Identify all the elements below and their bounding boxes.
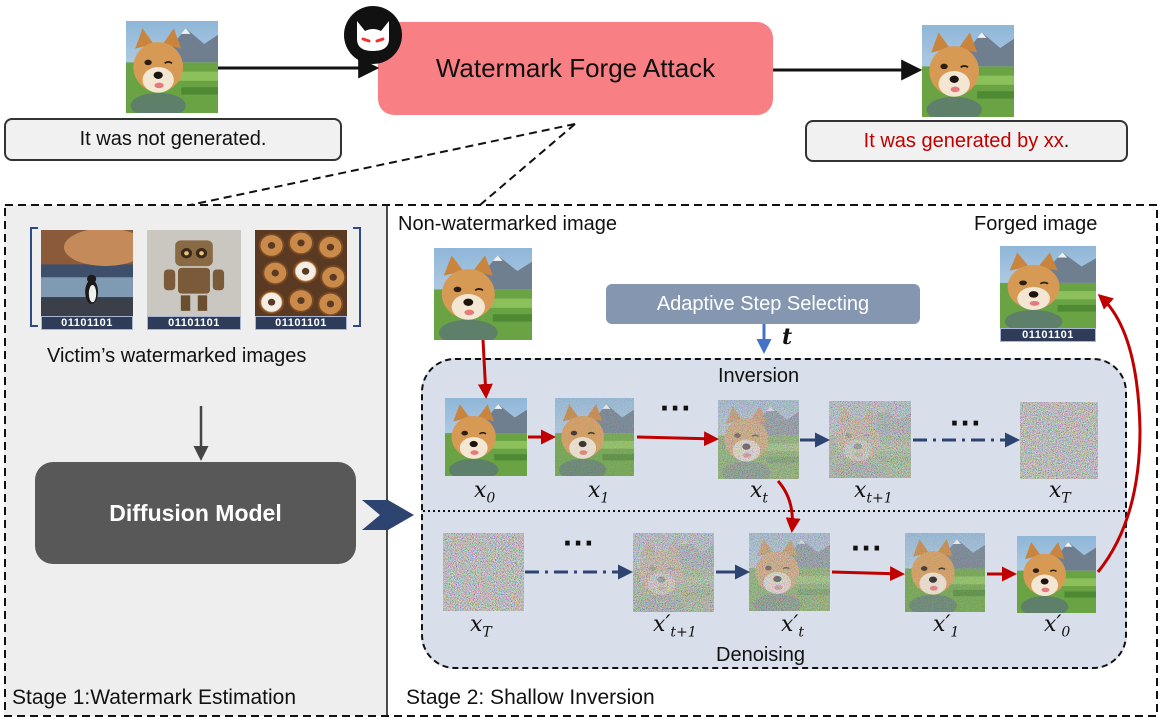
label-xT: xT: [1049, 478, 1071, 506]
bracket-right: [353, 227, 361, 327]
label-x0-prime: x′0: [1044, 612, 1070, 640]
label-xt1-prime-mark: ′: [665, 612, 671, 637]
label-x1: x1: [588, 478, 609, 506]
label-x1-prime-base: x: [933, 612, 946, 637]
arrow-xt-to-xt-prime: [776, 480, 801, 533]
stage-transition-arrow: [362, 500, 414, 530]
label-x0-prime-mark: ′: [1056, 612, 1062, 637]
x1-prime-image: [905, 533, 985, 612]
victim-label: Victim’s watermarked images: [47, 345, 307, 367]
t-symbol: t: [782, 324, 793, 350]
ellipsis-row1-a: ···: [660, 390, 692, 426]
label-xt-prime: x′t: [781, 612, 804, 640]
label-x1-prime-mark: ′: [945, 612, 951, 637]
label-xt-prime-base: x: [781, 612, 794, 637]
funnel-line-right: [479, 123, 576, 206]
attacker-logo-icon: [343, 5, 403, 65]
diffusion-model-label: Diffusion Model: [109, 499, 282, 526]
watermark-code-1: 01101101: [41, 316, 133, 330]
label-xt-prime-mark: ′: [793, 612, 799, 637]
attack-box: Watermark Forge Attack: [378, 22, 773, 115]
arrow-x0-prime-to-forged: [1096, 293, 1142, 573]
label-xT-2: xT: [470, 612, 492, 640]
caption-generated: It was generated by xx.: [805, 120, 1128, 162]
xt-image: [718, 400, 799, 479]
x1-image: [555, 398, 634, 476]
xt1-image: [829, 401, 911, 478]
label-x0-sub: 0: [486, 490, 496, 507]
label-xt-sub: t: [762, 490, 769, 507]
adaptive-step-box: Adaptive Step Selecting: [606, 284, 920, 324]
ellipsis-row1-b: ···: [950, 405, 982, 441]
caption-not-generated: It was not generated.: [4, 118, 342, 161]
label-xT-2-base: x: [470, 612, 483, 637]
xt1-prime-image: [633, 533, 714, 612]
label-xt-base: x: [750, 478, 763, 503]
caption-generated-red: It was generated by xx: [863, 129, 1064, 152]
ellipsis-row2-b: ···: [851, 530, 883, 566]
label-x0-prime-sub: 0: [1061, 624, 1071, 641]
label-x0-base: x: [474, 478, 487, 503]
label-xt1-prime-sub: t+1: [670, 624, 697, 641]
label-x1-base: x: [588, 478, 601, 503]
label-xT-2-sub: T: [482, 624, 492, 641]
caption-not-generated-text: It was not generated.: [79, 128, 267, 150]
label-x1-sub: 1: [600, 490, 610, 507]
watermark-code-3: 01101101: [255, 316, 347, 330]
xt-prime-image: [749, 533, 830, 611]
label-xt1: xt+1: [854, 478, 893, 506]
arrow-nonwm-to-x0: [477, 339, 493, 399]
label-xt1-base: x: [854, 478, 867, 503]
label-xt1-prime: x′t+1: [653, 612, 697, 640]
label-xt: xt: [750, 478, 768, 506]
outer-dashed-frame: [4, 204, 1158, 717]
label-xt1-sub: t+1: [866, 490, 893, 507]
diffusion-model-box: Diffusion Model: [35, 462, 356, 564]
inversion-label: Inversion: [718, 365, 800, 387]
adaptive-step-label: Adaptive Step Selecting: [656, 292, 870, 315]
label-xT-sub: T: [1061, 490, 1071, 507]
arrow-xt-prime-to-x1-prime: [831, 566, 905, 582]
label-x1-prime-sub: 1: [950, 624, 960, 641]
forged-label: Forged image: [974, 213, 1098, 235]
ellipsis-row2-a: ···: [563, 525, 595, 561]
attack-label: Watermark Forge Attack: [435, 53, 716, 83]
stage2-label: Stage 2: Shallow Inversion: [406, 686, 655, 709]
xT-denoise-image: [443, 533, 524, 611]
funnel-line-left: [189, 123, 576, 206]
nonwatermarked-label: Non-watermarked image: [398, 213, 617, 235]
arrow-x1-to-xt: [636, 431, 719, 447]
stage1-label: Stage 1:Watermark Estimation: [12, 686, 296, 709]
label-xt1-prime-base: x: [653, 612, 666, 637]
label-xt-prime-sub: t: [798, 624, 805, 641]
label-xT-base: x: [1049, 478, 1062, 503]
label-x0-prime-base: x: [1044, 612, 1057, 637]
xT-image: [1020, 402, 1098, 479]
denoising-label: Denoising: [716, 644, 805, 666]
watermark-code-2: 01101101: [147, 316, 241, 330]
label-x1-prime: x′1: [933, 612, 959, 640]
forged-watermark-code: 01101101: [1000, 328, 1096, 342]
bracket-left: [30, 227, 38, 327]
caption-generated-tail: .: [1063, 129, 1070, 152]
label-x0: x0: [474, 478, 495, 506]
